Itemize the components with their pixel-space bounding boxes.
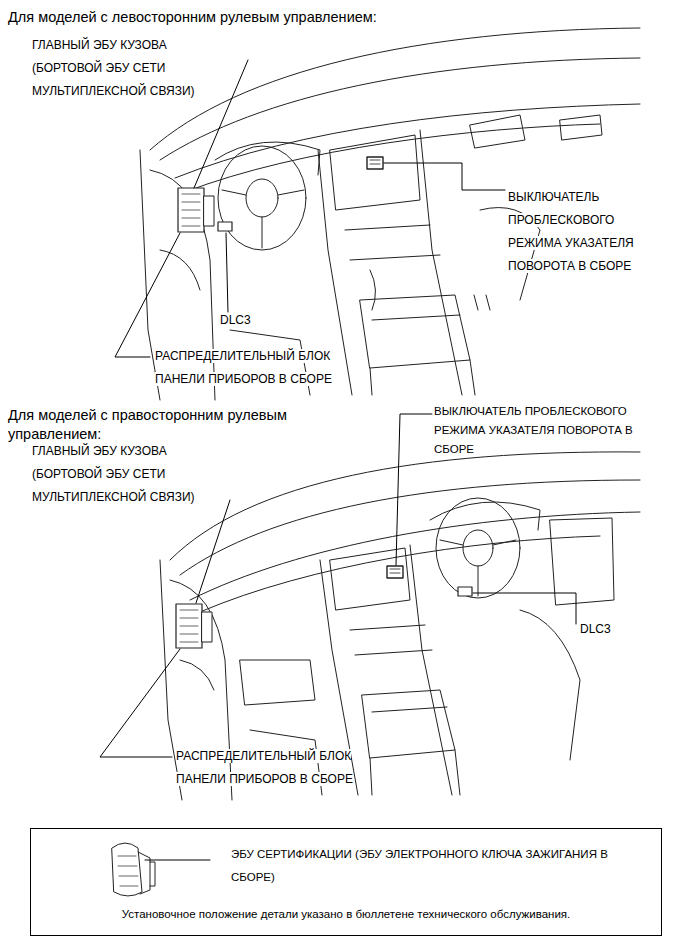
part-name: ВЫКЛЮЧАТЕЛЬ ПРОБЛЕСКОВОГО РЕЖИМА УКАЗАТЕ… [508, 186, 658, 278]
note-text: Установочное положение детали указано в … [41, 905, 651, 923]
certification-ecu-icon [112, 843, 210, 896]
section-heading: Для моделей с левосторонним рулевым упра… [8, 8, 428, 27]
label-patch: Для моделей с левосторонним рулевым упра… [8, 9, 377, 25]
label-patch: ВЫКЛЮЧАТЕЛЬ ПРОБЛЕСКОВОГО РЕЖИМА УКАЗАТЕ… [508, 190, 634, 273]
part-name: ЭБУ СЕРТИФИКАЦИИ (ЭБУ ЭЛЕКТРОННОГО КЛЮЧА… [231, 843, 611, 889]
label-patch: РАСПРЕДЕЛИТЕЛЬНЫЙ БЛОК ПАНЕЛИ ПРИБОРОВ В… [176, 749, 353, 786]
part-name: DLC3 [580, 618, 640, 641]
label-patch: DLC3 [220, 313, 251, 327]
label-patch: ВЫКЛЮЧАТЕЛЬ ПРОБЛЕСКОВОГО РЕЖИМА УКАЗАТЕ… [434, 405, 633, 455]
label-patch: ГЛАВНЫЙ ЭБУ КУЗОВА (БОРТОВОЙ ЭБУ СЕТИ МУ… [32, 38, 195, 98]
part-name: РАСПРЕДЕЛИТЕЛЬНЫЙ БЛОК ПАНЕЛИ ПРИБОРОВ В… [155, 345, 337, 391]
section-heading: Для моделей с правосторонним рулевым упр… [8, 406, 338, 444]
label-patch: РАСПРЕДЕЛИТЕЛЬНЫЙ БЛОК ПАНЕЛИ ПРИБОРОВ В… [155, 349, 332, 386]
part-name: ГЛАВНЫЙ ЭБУ КУЗОВА (БОРТОВОЙ ЭБУ СЕТИ МУ… [32, 34, 214, 103]
label-patch: ГЛАВНЫЙ ЭБУ КУЗОВА (БОРТОВОЙ ЭБУ СЕТИ МУ… [32, 444, 195, 504]
part-name: ВЫКЛЮЧАТЕЛЬ ПРОБЛЕСКОВОГО РЕЖИМА УКАЗАТЕ… [434, 402, 659, 459]
note-box: ЭБУ СЕРТИФИКАЦИИ (ЭБУ ЭЛЕКТРОННОГО КЛЮЧА… [30, 828, 662, 936]
label-patch: DLC3 [580, 622, 611, 636]
label-patch: Для моделей с правосторонним рулевым упр… [8, 407, 287, 442]
part-name: ГЛАВНЫЙ ЭБУ КУЗОВА (БОРТОВОЙ ЭБУ СЕТИ МУ… [32, 440, 214, 509]
part-name: DLC3 [220, 309, 280, 332]
part-name: РАСПРЕДЕЛИТЕЛЬНЫЙ БЛОК ПАНЕЛИ ПРИБОРОВ В… [176, 745, 358, 791]
rhd-interior [100, 414, 640, 800]
